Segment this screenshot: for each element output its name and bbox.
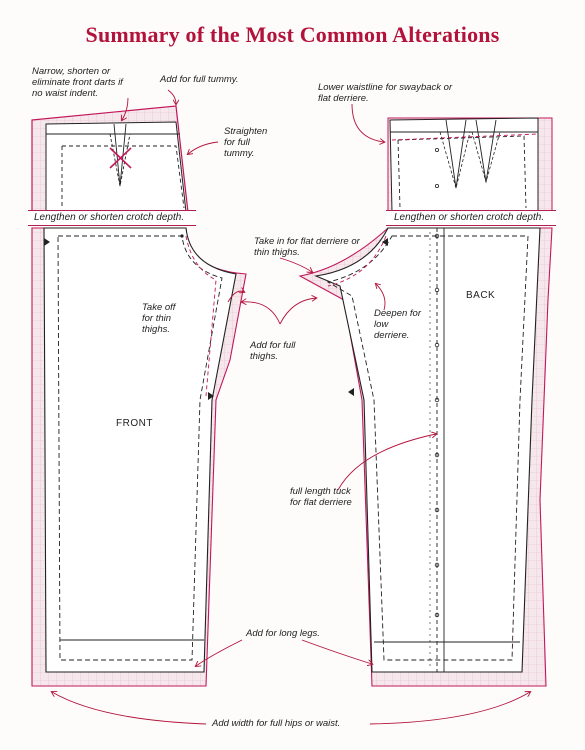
note-flat-derriere: Take in for flat derriere or thin thighs…	[254, 236, 360, 258]
crotch-depth-back-text: Lengthen or shorten crotch depth.	[394, 212, 545, 223]
note-front-darts: Narrow, shorten or eliminate front darts…	[32, 66, 123, 99]
note-long-legs: Add for long legs.	[246, 628, 320, 639]
note-tuck: full length tuck for flat derriere	[290, 486, 352, 508]
crotch-depth-front-text: Lengthen or shorten crotch depth.	[34, 212, 185, 223]
front-leg	[31, 227, 247, 687]
note-hips-waist: Add width for full hips or waist.	[212, 718, 341, 729]
front-yoke	[31, 105, 189, 213]
back-leg	[298, 227, 553, 687]
note-full-tummy: Add for full tummy.	[160, 74, 239, 85]
note-thin-thighs: Take off for thin thighs.	[142, 302, 176, 335]
note-full-thighs: Add for full thighs.	[250, 340, 296, 362]
crotch-depth-band-front: Lengthen or shorten crotch depth.	[28, 210, 196, 226]
front-label: FRONT	[116, 418, 153, 429]
crotch-depth-band-back: Lengthen or shorten crotch depth.	[386, 210, 556, 226]
note-swayback: Lower waistline for swayback or flat der…	[318, 82, 453, 104]
page-title: Summary of the Most Common Alterations	[85, 22, 500, 47]
annotation-arrows	[52, 89, 530, 725]
back-yoke	[387, 117, 553, 213]
note-straighten: Straighten for full tummy.	[224, 126, 268, 159]
back-label: BACK	[466, 290, 496, 301]
note-low-derriere: Deepen for low derriere.	[374, 308, 422, 341]
